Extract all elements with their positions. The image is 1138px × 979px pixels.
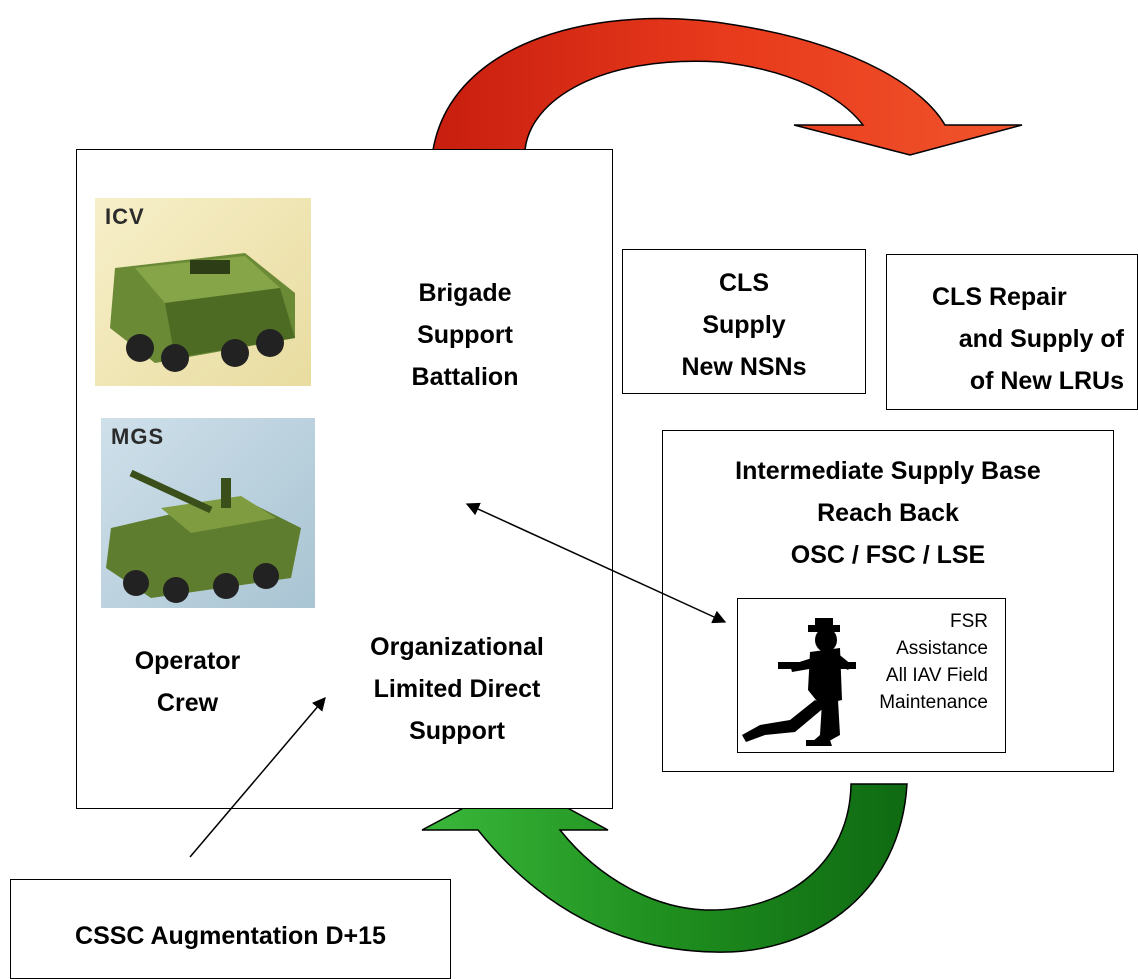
mgs-tag: MGS xyxy=(111,424,165,449)
organizational-support-label: Organizational Limited Direct Support xyxy=(370,633,544,745)
mgs-vehicle-icon xyxy=(106,469,301,603)
intermediate-supply-base-label: Intermediate Supply Base Reach Back OSC … xyxy=(735,457,1041,569)
icv-vehicle-icon xyxy=(110,253,295,372)
green-curved-arrow xyxy=(421,779,908,953)
icv-vehicle-image: ICV xyxy=(95,198,311,386)
cssc-augmentation-box xyxy=(10,879,451,979)
cls-supply-label: CLS Supply New NSNs xyxy=(681,269,807,381)
cssc-augmentation-label: CSSC Augmentation D+15 xyxy=(75,922,386,950)
cls-repair-label: CLS Repair and Supply of of New LRUs xyxy=(932,283,1124,395)
operator-crew-label: Operator Crew xyxy=(134,647,241,717)
mgs-vehicle-image: MGS xyxy=(101,418,315,608)
red-curved-arrow xyxy=(432,17,1023,156)
brigade-support-battalion-label: Brigade Support Battalion xyxy=(411,279,519,391)
cls-supply-box xyxy=(622,249,866,394)
fsr-label: FSR Assistance All IAV Field Maintenance xyxy=(879,611,988,713)
icv-tag: ICV xyxy=(105,204,145,229)
cls-repair-box xyxy=(886,254,1138,410)
